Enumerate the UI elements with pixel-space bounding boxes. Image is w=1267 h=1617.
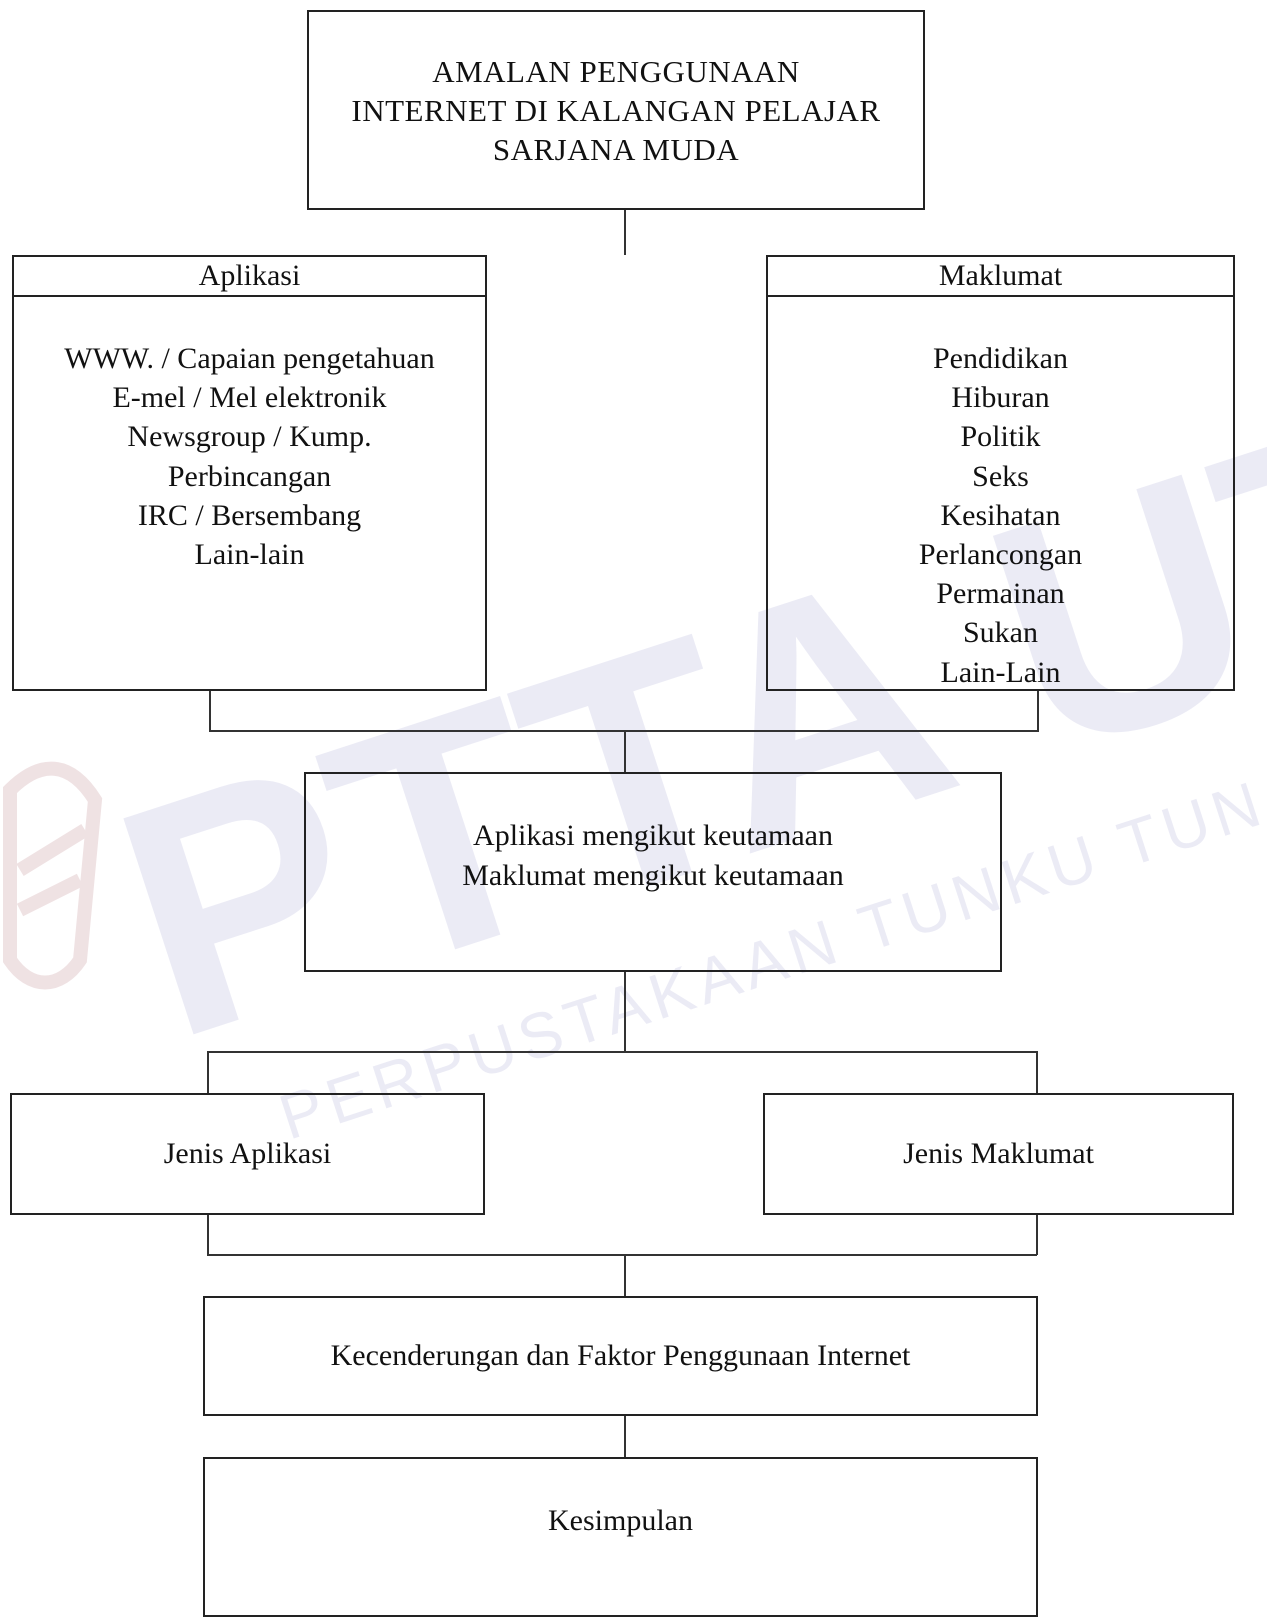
title-line-1: AMALAN PENGGUNAAN bbox=[432, 53, 800, 89]
conclusion-box: Kesimpulan bbox=[203, 1457, 1038, 1617]
maklumat-item: Sukan bbox=[963, 616, 1038, 650]
aplikasi-item: E-mel / Mel elektronik bbox=[112, 381, 387, 415]
maklumat-header: Maklumat bbox=[768, 257, 1233, 297]
trend-box: Kecenderungan dan Faktor Penggunaan Inte… bbox=[203, 1296, 1038, 1416]
connector-title bbox=[624, 210, 626, 255]
maklumat-item: Pendidikan bbox=[933, 342, 1068, 375]
maklumat-item: Perlancongan bbox=[918, 538, 1083, 572]
aplikasi-list: WWW. / Capaian pengetahuan E-mel / Mel e… bbox=[14, 339, 485, 574]
aplikasi-item: Lain-lain bbox=[194, 538, 305, 572]
maklumat-list: Pendidikan Hiburan Politik Seks Kesihata… bbox=[768, 339, 1233, 692]
jenis-maklumat-label: Jenis Maklumat bbox=[903, 1137, 1094, 1170]
aplikasi-item: Newsgroup / Kump. bbox=[127, 420, 372, 454]
jenis-maklumat-box: Jenis Maklumat bbox=[763, 1093, 1234, 1215]
title-line-3: SARJANA MUDA bbox=[492, 131, 740, 167]
connector-split-jenis bbox=[207, 1051, 1037, 1053]
maklumat-box: Maklumat Pendidikan Hiburan Politik Seks… bbox=[766, 255, 1235, 691]
connector-maklumat-down bbox=[1037, 691, 1039, 731]
connector-jenis-maklumat-in bbox=[1036, 1051, 1038, 1093]
aplikasi-item: IRC / Bersembang bbox=[137, 498, 362, 532]
maklumat-item: Permainan bbox=[936, 577, 1065, 611]
maklumat-item: Politik bbox=[960, 420, 1041, 454]
connector-priority-in bbox=[624, 731, 626, 772]
connector-aplikasi-down bbox=[209, 691, 211, 731]
aplikasi-item: WWW. / Capaian pengetahuan bbox=[64, 342, 435, 375]
jenis-aplikasi-label: Jenis Aplikasi bbox=[163, 1137, 332, 1170]
conclusion-label: Kesimpulan bbox=[548, 1504, 693, 1537]
connector-join-top bbox=[209, 730, 1039, 732]
connector-trend-in bbox=[624, 1255, 626, 1296]
jenis-aplikasi-box: Jenis Aplikasi bbox=[10, 1093, 485, 1215]
maklumat-item: Kesihatan bbox=[940, 498, 1061, 532]
connector-join-jenis bbox=[207, 1254, 1037, 1256]
connector-jenis-aplikasi-in bbox=[207, 1051, 209, 1093]
trend-label: Kecenderungan dan Faktor Penggunaan Inte… bbox=[330, 1339, 911, 1372]
aplikasi-header: Aplikasi bbox=[14, 257, 485, 297]
connector-jenis-aplikasi-out bbox=[207, 1215, 209, 1255]
title-line-2: INTERNET DI KALANGAN PELAJAR bbox=[351, 92, 881, 128]
maklumat-item: Lain-Lain bbox=[940, 655, 1061, 689]
priority-box: Aplikasi mengikut keutamaan Maklumat men… bbox=[304, 772, 1002, 972]
priority-line-1: Aplikasi mengikut keutamaan bbox=[473, 819, 833, 852]
connector-priority-out bbox=[624, 972, 626, 1052]
title-box: AMALAN PENGGUNAAN INTERNET DI KALANGAN P… bbox=[307, 10, 925, 210]
connector-conclusion-in bbox=[624, 1416, 626, 1457]
maklumat-item: Hiburan bbox=[951, 381, 1050, 415]
aplikasi-item: Perbincangan bbox=[167, 459, 332, 493]
priority-line-2: Maklumat mengikut keutamaan bbox=[462, 859, 844, 892]
connector-jenis-maklumat-out bbox=[1036, 1215, 1038, 1255]
aplikasi-box: Aplikasi WWW. / Capaian pengetahuan E-me… bbox=[12, 255, 487, 691]
maklumat-item: Seks bbox=[972, 459, 1029, 493]
